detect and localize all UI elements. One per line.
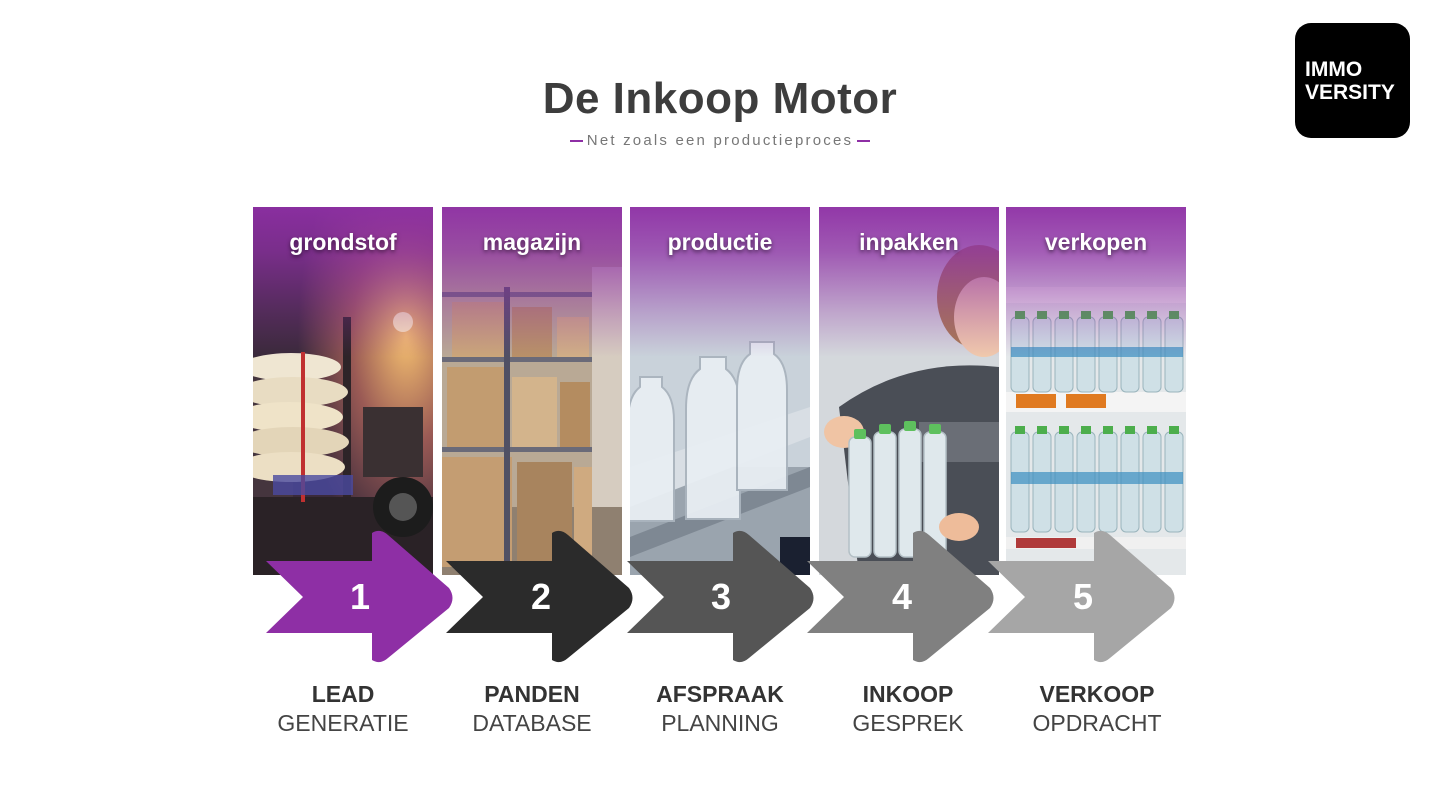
caption-regular: GESPREK	[852, 710, 964, 736]
page-subtitle: Net zoals een productieproces	[0, 132, 1440, 149]
panel-grondstof: grondstof	[253, 207, 433, 575]
subtitle-dash-left	[569, 139, 583, 142]
caption-bold: AFSPRAAK	[656, 681, 784, 707]
page-title: De Inkoop Motor	[542, 74, 898, 123]
panel-label: productie	[667, 229, 773, 255]
subtitle-text: Net zoals een productieproces	[586, 132, 854, 149]
caption-regular: DATABASE	[472, 710, 592, 736]
caption-bold: LEAD	[311, 681, 375, 707]
immoversity-logo: IMMO VERSITY	[1295, 23, 1410, 138]
step-caption-5: VERKOOP OPDRACHT	[997, 680, 1197, 738]
caption-bold: PANDEN	[484, 681, 580, 707]
panel-verkopen: verkopen	[1006, 207, 1186, 575]
logo-line-2: VERSITY	[1305, 80, 1395, 104]
step-caption-3: AFSPRAAK PLANNING	[620, 680, 820, 738]
panel-label: verkopen	[1044, 229, 1148, 255]
step-caption-4: INKOOP GESPREK	[808, 680, 1008, 738]
step-number-4: 4	[891, 576, 913, 617]
step-caption-2: PANDEN DATABASE	[432, 680, 632, 738]
step-number-1: 1	[349, 576, 371, 617]
caption-regular: OPDRACHT	[1032, 710, 1162, 736]
panel-magazijn: magazijn	[442, 207, 622, 575]
caption-regular: GENERATIE	[277, 710, 409, 736]
panel-productie: productie	[630, 207, 810, 575]
step-number-3: 3	[710, 576, 732, 617]
step-number-5: 5	[1072, 576, 1094, 617]
caption-bold: VERKOOP	[1039, 681, 1155, 707]
caption-regular: PLANNING	[661, 710, 779, 736]
caption-bold: INKOOP	[862, 681, 954, 707]
subtitle-dash-right	[857, 139, 871, 142]
panel-label: grondstof	[289, 229, 397, 255]
panel-label: inpakken	[859, 229, 959, 255]
panel-inpakken: inpakken	[819, 207, 999, 575]
panel-label: magazijn	[482, 229, 582, 255]
step-number-2: 2	[530, 576, 552, 617]
logo-line-1: IMMO	[1305, 57, 1363, 81]
step-caption-1: LEAD GENERATIE	[243, 680, 443, 738]
